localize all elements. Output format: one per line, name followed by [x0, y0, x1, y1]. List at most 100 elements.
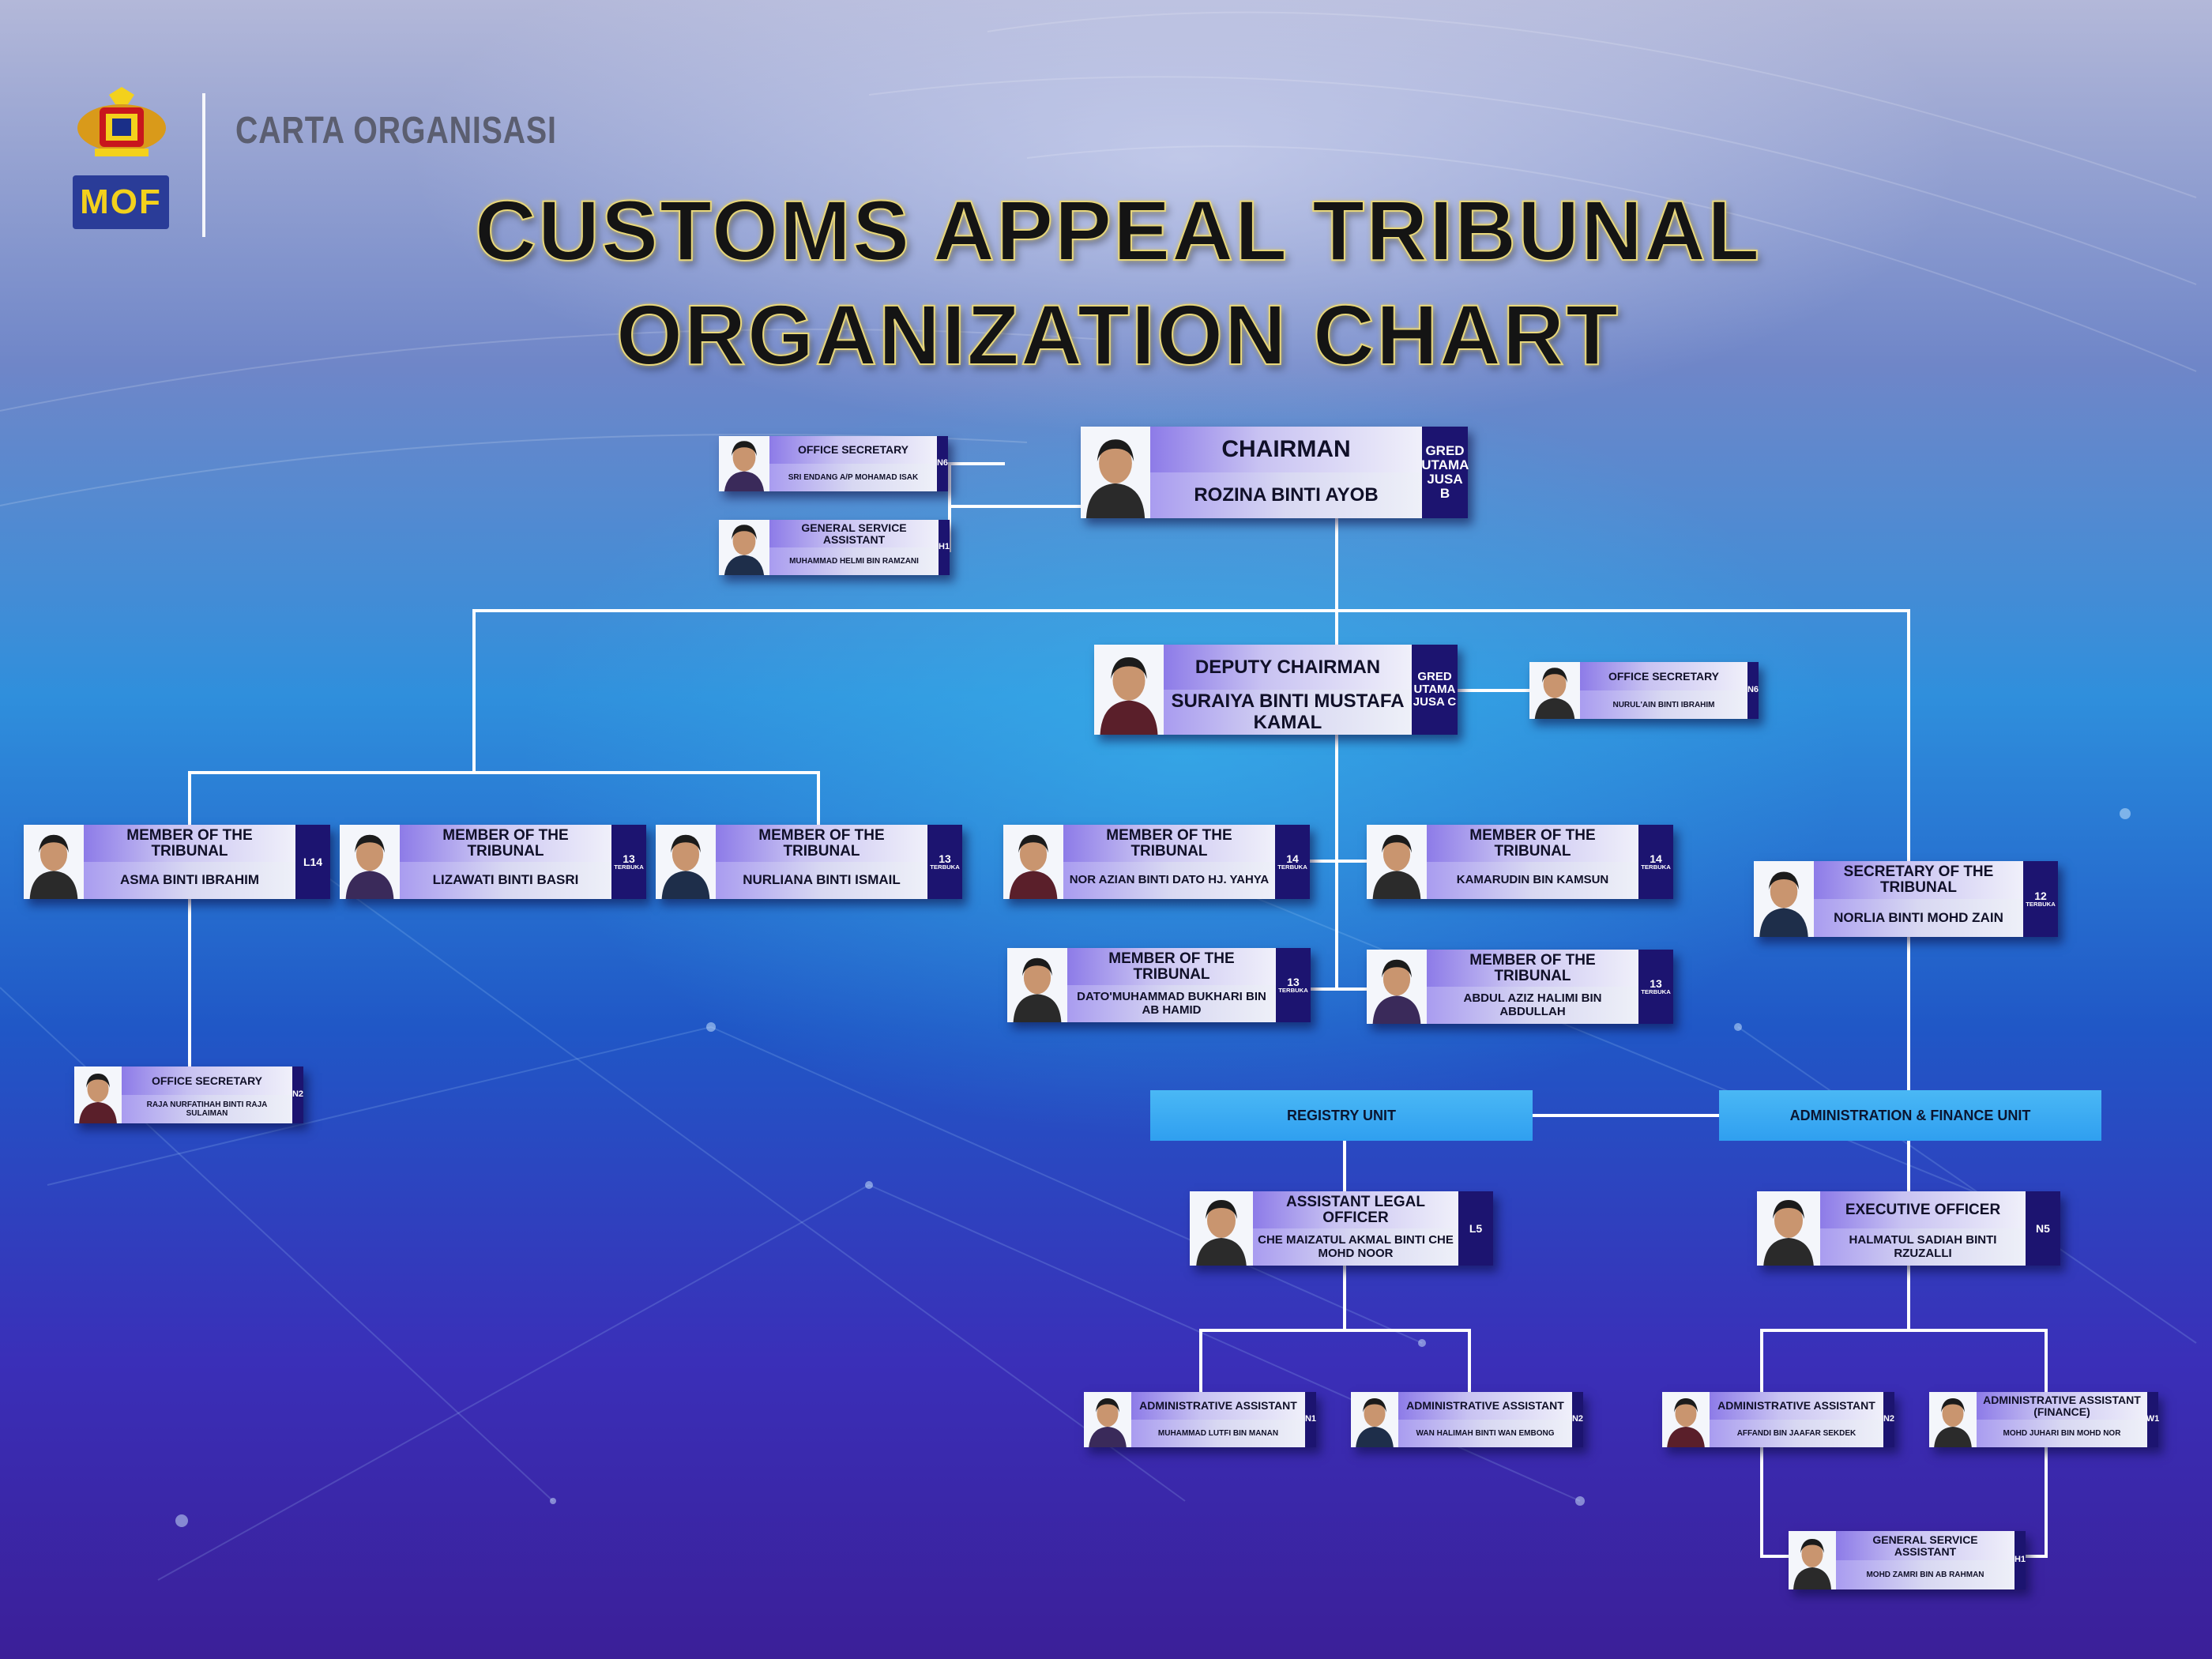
- person-photo: [1754, 861, 1814, 937]
- person-photo: [1003, 825, 1063, 899]
- grade-badge: N5: [2026, 1191, 2060, 1266]
- person-photo: [1789, 1531, 1836, 1589]
- person-name: ASMA BINTI IBRAHIM: [84, 862, 295, 899]
- role-title: MEMBER OF THE TRIBUNAL: [1106, 826, 1232, 860]
- grade-sub-label: TERBUKA: [2026, 901, 2056, 908]
- registry-unit-box: REGISTRY UNIT: [1150, 1090, 1533, 1141]
- role-title: MEMBER OF THE TRIBUNAL: [1108, 950, 1235, 983]
- person-name: ABDUL AZIZ HALIMI BIN ABDULLAH: [1427, 987, 1638, 1024]
- grade-value: GRED UTAMA JUSA C: [1413, 670, 1457, 709]
- person-photo: [1084, 1392, 1131, 1447]
- grade-badge: H1: [939, 520, 950, 575]
- person-name: DATO'MUHAMMAD BUKHARI BIN AB HAMID: [1067, 985, 1276, 1022]
- person-name: SURAIYA BINTI MUSTAFA KAMAL: [1164, 690, 1412, 735]
- grade-badge: L14: [295, 825, 330, 899]
- carta-organisasi-label: CARTA ORGANISASI: [235, 110, 557, 152]
- person-name: MOHD ZAMRI BIN AB RAHMAN: [1836, 1560, 2014, 1589]
- role-title: ADMINISTRATIVE ASSISTANT: [1717, 1399, 1875, 1413]
- person-name: CHE MAIZATUL AKMAL BINTI CHE MOHD NOOR: [1253, 1228, 1458, 1266]
- title-line-1: CUSTOMS APPEAL TRIBUNAL: [474, 182, 1762, 279]
- grade-value: 13: [623, 852, 635, 865]
- header-divider: [202, 93, 205, 237]
- person-photo: [1007, 948, 1067, 1022]
- grade-value: L14: [303, 855, 323, 868]
- grade-value: GRED UTAMA JUSA B: [1421, 443, 1469, 501]
- grade-badge: W1: [2146, 1392, 2160, 1447]
- person-photo: [1190, 1191, 1253, 1266]
- role-title: MEMBER OF THE TRIBUNAL: [442, 826, 569, 860]
- person-name: HALMATUL SADIAH BINTI RZUZALLI: [1820, 1228, 2026, 1266]
- person-photo: [340, 825, 400, 899]
- grade-value: 13: [939, 852, 951, 865]
- grade-badge: N2: [292, 1066, 303, 1123]
- grade-sub-label: TERBUKA: [1641, 863, 1671, 871]
- grade-value: N2: [1571, 1414, 1584, 1424]
- person-name: MUHAMMAD HELMI BIN RAMZANI: [769, 547, 939, 575]
- grade-badge: GRED UTAMA JUSA C: [1412, 645, 1458, 735]
- person-name: MOHD JUHARI BIN MOHD NOR: [1977, 1420, 2147, 1447]
- person-name: NURLIANA BINTI ISMAIL: [716, 862, 927, 899]
- role-title: EXECUTIVE OFFICER: [1845, 1201, 2001, 1218]
- grade-badge: L5: [1458, 1191, 1493, 1266]
- role-title: MEMBER OF THE TRIBUNAL: [126, 826, 253, 860]
- card-admin-assistant-affandi: ADMINISTRATIVE ASSISTANT AFFANDI BIN JAAF…: [1662, 1392, 1894, 1447]
- grade-badge: GRED UTAMA JUSA B: [1421, 427, 1469, 518]
- role-title: GENERAL SERVICE ASSISTANT: [801, 521, 907, 546]
- role-title: GENERAL SERVICE ASSISTANT: [1872, 1533, 1978, 1558]
- grade-value: N6: [936, 458, 949, 468]
- mof-logo: MOF: [73, 175, 169, 229]
- coat-of-arms-logo: [77, 87, 166, 156]
- grade-value: H1: [938, 542, 950, 552]
- person-name: AFFANDI BIN JAAFAR SEKDEK: [1710, 1420, 1883, 1447]
- person-photo: [719, 520, 769, 575]
- card-admin-assistant-finance: ADMINISTRATIVE ASSISTANT (FINANCE)MOHD J…: [1929, 1392, 2160, 1447]
- role-title: CHAIRMAN: [1221, 436, 1351, 463]
- card-executive-officer: EXECUTIVE OFFICER HALMATUL SADIAH BINTI R…: [1757, 1191, 2060, 1266]
- person-photo: [656, 825, 716, 899]
- role-title: MEMBER OF THE TRIBUNAL: [1469, 951, 1596, 984]
- person-photo: [1662, 1392, 1710, 1447]
- role-title: SECRETARY OF THE TRIBUNAL: [1843, 863, 1994, 896]
- grade-value: H1: [2014, 1555, 2026, 1565]
- grade-value: L5: [1469, 1221, 1483, 1235]
- role-title: MEMBER OF THE TRIBUNAL: [758, 826, 885, 860]
- grade-value: 13: [1287, 975, 1300, 988]
- person-photo: [1351, 1392, 1398, 1447]
- person-photo: [74, 1066, 122, 1123]
- grade-value: W1: [2146, 1414, 2160, 1424]
- grade-value: N5: [2036, 1221, 2050, 1235]
- role-title: ASSISTANT LEGAL OFFICER: [1286, 1193, 1425, 1226]
- person-photo: [1757, 1191, 1820, 1266]
- grade-sub-label: TERBUKA: [1641, 988, 1671, 996]
- person-name: MUHAMMAD LUTFI BIN MANAN: [1131, 1420, 1305, 1447]
- grade-badge: N6: [937, 436, 948, 491]
